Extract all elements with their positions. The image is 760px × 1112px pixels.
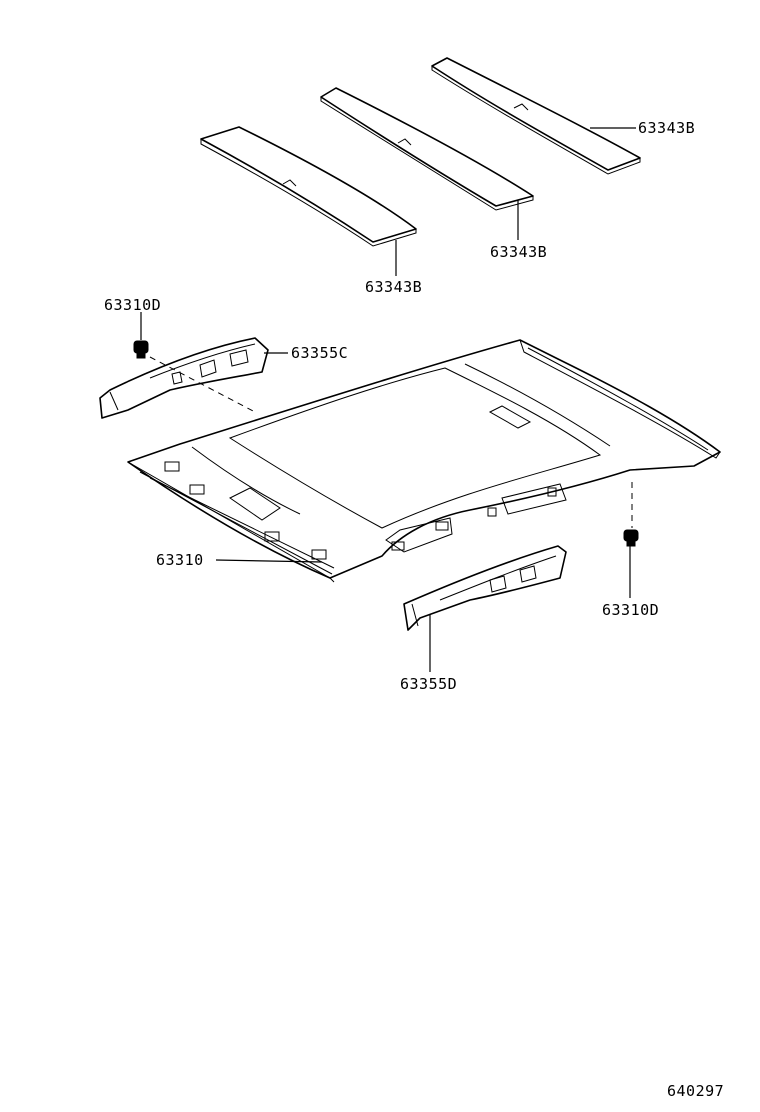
callout-pad-left: 63343B bbox=[365, 278, 422, 296]
figure-number: 640297 bbox=[667, 1082, 724, 1100]
install-line-left-clip bbox=[149, 356, 256, 413]
leader-headliner bbox=[215, 559, 323, 563]
assist-grip-bracket-left bbox=[99, 337, 269, 419]
assist-grip-bracket-right bbox=[403, 545, 567, 631]
clip-right bbox=[623, 529, 639, 547]
callout-bracket-right: 63355D bbox=[400, 675, 457, 693]
roof-headlining bbox=[127, 339, 721, 583]
callout-clip-left: 63310D bbox=[104, 296, 161, 314]
callout-headliner: 63310 bbox=[156, 551, 204, 569]
silencer-pad-left bbox=[200, 126, 417, 247]
clip-left bbox=[133, 340, 149, 359]
callout-pad-middle: 63343B bbox=[490, 243, 547, 261]
callout-pad-right: 63343B bbox=[638, 119, 695, 137]
callout-clip-right: 63310D bbox=[602, 601, 659, 619]
silencer-pad-middle bbox=[320, 87, 534, 211]
callout-bracket-left: 63355C bbox=[291, 344, 348, 362]
silencer-pad-right bbox=[431, 57, 641, 175]
